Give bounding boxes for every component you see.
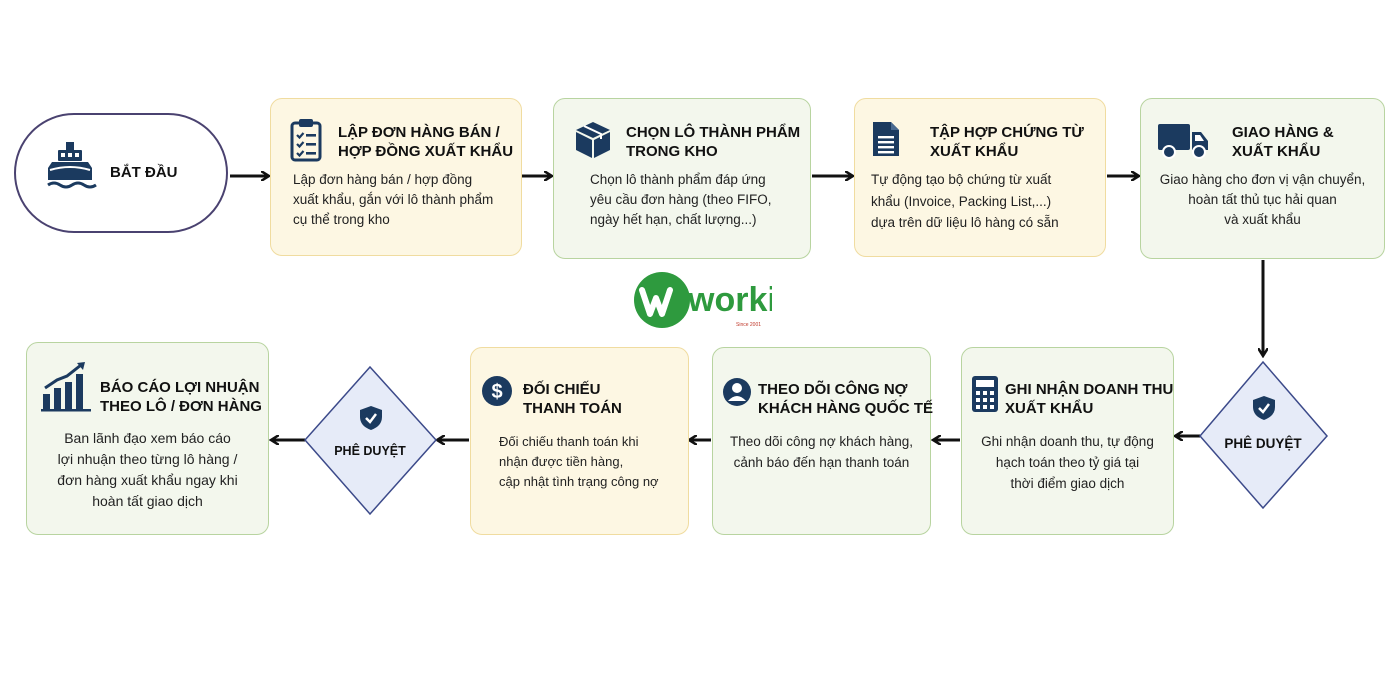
step1-desc-line1: Lập đơn hàng bán / hợp đồng [293, 172, 473, 187]
step2-desc-line2: yêu cầu đơn hàng (theo FIFO, [590, 192, 772, 207]
step5-title-line2: XUẤT KHẨU [1005, 400, 1094, 417]
shield-check-icon [1253, 396, 1275, 420]
approval-label-1: PHÊ DUYỆT [1224, 436, 1302, 451]
step4-desc-line1: Giao hàng cho đơn vị vận chuyển, [1159, 172, 1366, 187]
step6-title-line2: KHÁCH HÀNG QUỐC TẾ [758, 400, 933, 417]
step5-desc-line3: thời điểm giao dịch [1010, 476, 1125, 491]
step6-title-line1: THEO DÕI CÔNG NỢ [758, 381, 908, 398]
document-icon [873, 122, 899, 156]
ship-icon [47, 142, 97, 189]
step7-desc-line3: cập nhật tình trạng công nợ [499, 474, 659, 489]
step6-desc-line1: Theo dõi công nợ khách hàng, [730, 434, 913, 449]
step3-title-line2: XUẤT KHẨU [930, 143, 1019, 160]
step-compile-export-documents [854, 98, 1106, 257]
step-payment-reconciliation [470, 347, 689, 535]
step-profit-report [26, 342, 269, 535]
step1-desc-line3: cụ thể trong kho [293, 212, 390, 227]
step8-title-line1: BÁO CÁO LỢI NHUẬN [100, 379, 260, 396]
step4-desc-line3: và xuất khẩu [1224, 212, 1301, 227]
step3-desc-line2: khẩu (Invoice, Packing List,...) [871, 194, 1052, 209]
user-circle-icon [723, 378, 751, 406]
calculator-icon [972, 376, 998, 412]
step8-desc-line1: Ban lãnh đạo xem báo cáo [64, 430, 231, 446]
step5-desc-line1: Ghi nhận doanh thu, tự động [981, 434, 1154, 449]
step6-desc-line2: cảnh báo đến hạn thanh toán [733, 455, 910, 470]
step5-title-line1: GHI NHẬN DOANH THU [1005, 381, 1174, 398]
step7-title-line2: THANH TOÁN [523, 400, 622, 417]
step8-desc-line2: lợi nhuận theo từng lô hàng / [57, 451, 238, 467]
step7-desc-line2: nhận được tiền hàng, [499, 454, 624, 469]
start-label: BẮT ĐẦU [110, 164, 178, 181]
box-icon [576, 122, 610, 158]
step2-title-line2: TRONG KHO [626, 143, 718, 160]
step8-desc-line4: hoàn tất giao dịch [92, 493, 203, 509]
approval-diamond-2 [303, 365, 438, 516]
truck-icon [1158, 124, 1208, 159]
step2-desc-line3: ngày hết hạn, chất lượng...) [590, 212, 757, 227]
step3-desc-line1: Tự động tạo bộ chứng từ xuất [871, 172, 1052, 187]
step1-title-line1: LẬP ĐƠN HÀNG BÁN / [338, 124, 500, 141]
step1-desc-line2: xuất khẩu, gắn với lô thành phẩm [293, 192, 494, 207]
logo-tagline: Since 2001 [736, 322, 761, 328]
step7-desc-line1: Đối chiếu thanh toán khi [499, 434, 639, 449]
workit-logo: workit Since 2001 [634, 272, 772, 328]
step8-desc-line3: đơn hàng xuất khẩu ngay khi [57, 472, 238, 488]
step-track-customer-debt [712, 347, 931, 535]
step2-title-line1: CHỌN LÔ THÀNH PHẨM [626, 124, 801, 141]
step5-desc-line2: hạch toán theo tỷ giá tại [995, 455, 1140, 470]
step7-title-line1: ĐỐI CHIẾU [523, 381, 601, 398]
shield-check-icon [360, 406, 382, 430]
logo-text: workit [687, 281, 772, 319]
step1-title-line2: HỢP ĐỒNG XUẤT KHẨU [338, 143, 514, 160]
step4-title-line2: XUẤT KHẨU [1232, 143, 1321, 160]
svg-text:$: $ [491, 381, 502, 403]
approval-label-2: PHÊ DUYỆT [334, 444, 406, 458]
step3-desc-line3: dựa trên dữ liệu lô hàng có sẵn [871, 215, 1059, 230]
step4-title-line1: GIAO HÀNG & [1232, 124, 1334, 141]
dollar-circle-icon: $ [482, 376, 512, 406]
step4-desc-line2: hoàn tất thủ tục hải quan [1188, 192, 1337, 207]
approval-diamond-1 [1199, 360, 1328, 510]
step2-desc-line1: Chọn lô thành phẩm đáp ứng [590, 172, 766, 187]
step8-title-line2: THEO LÔ / ĐƠN HÀNG [100, 398, 262, 415]
clipboard-list-icon [290, 119, 322, 162]
step3-title-line1: TẬP HỢP CHỨNG TỪ [930, 124, 1084, 141]
bar-chart-growth-icon [41, 362, 91, 412]
